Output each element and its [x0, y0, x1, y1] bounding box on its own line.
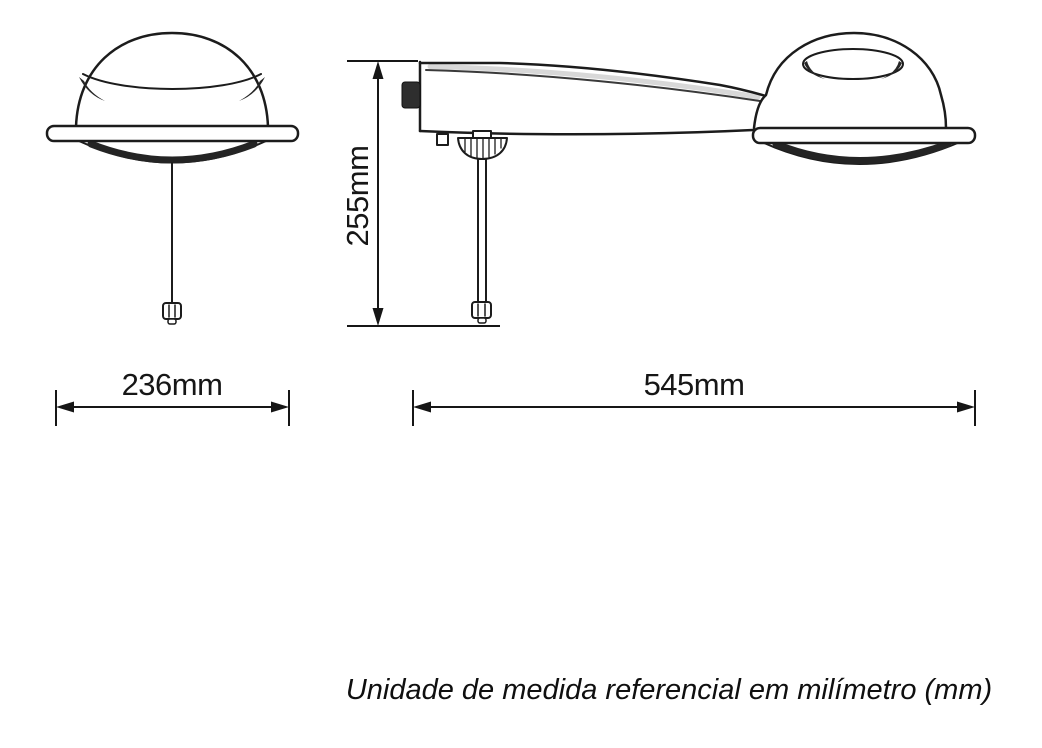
front-dome-seam: [82, 73, 262, 90]
side-dish-shadow: [772, 140, 952, 164]
arrowhead-right-icon: [271, 401, 289, 413]
arrowhead-right-icon: [957, 401, 975, 413]
knob-body: [471, 301, 492, 319]
front-view: [45, 31, 300, 325]
drop-tube: [477, 158, 487, 303]
front-seam-shadow-left-icon: [79, 77, 105, 101]
side-cap-shadow-left-icon: [804, 61, 825, 79]
wall-knob: [401, 81, 421, 109]
arm-top-edge: [418, 61, 768, 98]
side-dome: [752, 31, 948, 130]
side-cord-knob: [471, 301, 492, 324]
knob-body: [162, 302, 182, 320]
side-view: [401, 31, 977, 324]
dim-side-height: 255mm: [340, 60, 500, 327]
side-height-label: 255mm: [340, 146, 375, 247]
units-caption: Unidade de medida referencial em milímet…: [345, 674, 993, 706]
side-cap-shadow-right-icon: [881, 61, 902, 79]
knob-tip: [167, 318, 177, 325]
front-seam-shadow-right-icon: [239, 77, 265, 101]
knob-tip: [477, 317, 487, 324]
dimensions: 236mm 255mm 545mm: [55, 60, 976, 426]
arm-highlight-band: [427, 64, 761, 100]
front-cord-knob: [162, 302, 182, 325]
dim-front-width: 236mm: [55, 367, 290, 426]
under-arm-fitting: [436, 133, 449, 146]
arrowhead-left-icon: [56, 401, 74, 413]
valve-nut-knurling: [464, 138, 502, 159]
arrowhead-left-icon: [413, 401, 431, 413]
arrowhead-down-icon: [372, 308, 384, 326]
arrowhead-up-icon: [372, 61, 384, 79]
side-flange: [751, 126, 977, 145]
dim-side-width: 545mm: [412, 367, 976, 426]
front-flange: [45, 124, 300, 143]
front-dome: [74, 31, 270, 129]
side-dome-cap: [802, 48, 904, 80]
front-dish-shadow: [87, 140, 258, 164]
arm-bottom-edge: [418, 128, 755, 136]
front-width-label: 236mm: [122, 367, 223, 402]
side-width-label: 545mm: [644, 367, 745, 402]
arm-groove-line: [425, 69, 761, 102]
